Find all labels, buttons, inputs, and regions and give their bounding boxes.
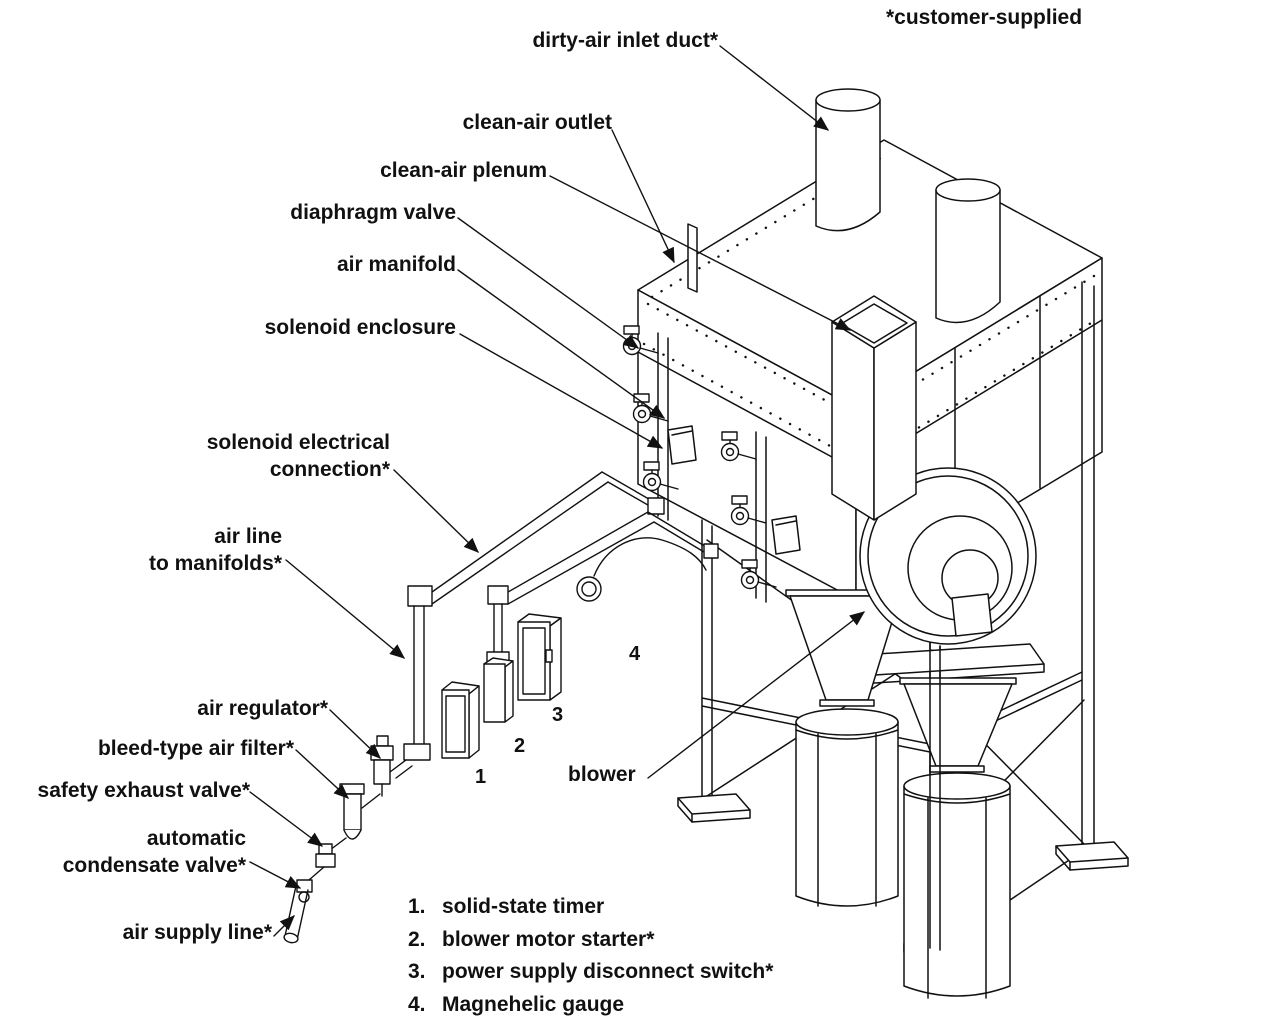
label-clean-air-plenum: clean-air plenum [380, 159, 547, 182]
legend-item-3-number: 3. [408, 960, 426, 983]
label-blower: blower [568, 763, 636, 786]
label-air-supply-line: air supply line* [122, 921, 272, 944]
label-clean-air-outlet: clean-air outlet [462, 111, 612, 134]
leader-automatic-condensate-valve [249, 861, 302, 889]
legend-item-2-number: 2. [408, 927, 426, 951]
legend-item-1: 1. solid-state timer [408, 891, 773, 924]
label-solenoid-electrical-line1: solenoid electrical [206, 431, 390, 454]
label-dirty-air-inlet-duct: dirty-air inlet duct* [532, 29, 718, 52]
label-bleed-type-air-filter: bleed-type air filter* [97, 737, 294, 760]
legend-item-3-text: power supply disconnect switch* [442, 960, 774, 983]
legend-item-2-text: blower motor starter* [442, 927, 655, 951]
air-manifold-and-diaphragm-valves [622, 325, 777, 603]
leader-diaphragm-valve [457, 217, 640, 349]
leader-air-line-to-manifolds [285, 559, 405, 659]
leader-air-manifold [457, 269, 666, 419]
legend-item-4-number: 4. [408, 992, 426, 1016]
callout-number-3: 3 [552, 704, 564, 726]
label-solenoid-enclosure: solenoid enclosure [264, 316, 456, 339]
label-automatic-condensate-valve: automatic condensate valve* [32, 826, 246, 879]
legend: 1. solid-state timer 2. blower motor sta… [408, 891, 773, 1021]
leader-clean-air-plenum [549, 175, 852, 331]
label-safety-exhaust-valve: safety exhaust valve* [37, 779, 250, 802]
leader-safety-exhaust-valve [249, 791, 324, 847]
legend-item-3: 3. power supply disconnect switch* [408, 956, 773, 989]
leader-dirty-air-inlet-duct [719, 45, 829, 131]
label-diaphragm-valve: diaphragm valve [290, 201, 456, 224]
legend-item-1-number: 1. [408, 895, 426, 918]
callout-number-2: 2 [514, 735, 526, 757]
leader-lines [249, 45, 865, 937]
solenoid-enclosure-drawing [667, 425, 801, 555]
legend-item-2: 2. blower motor starter* [408, 924, 773, 957]
label-air-regulator: air regulator* [197, 697, 328, 720]
leader-solenoid-enclosure [459, 333, 664, 449]
front-leg [929, 639, 941, 951]
leader-bleed-type-air-filter [295, 749, 349, 799]
leader-clean-air-outlet [611, 129, 675, 264]
leader-solenoid-electrical [393, 469, 479, 553]
customer-supplied-note: *customer-supplied [886, 6, 1083, 29]
compressed-air-piping [283, 471, 719, 944]
clean-air-outlet-duct-drawing [831, 295, 917, 521]
label-automatic-condensate-line2: condensate valve* [62, 853, 246, 877]
label-air-line-line1: air line [214, 525, 282, 548]
legend-item-4: 4. Magnehelic gauge [408, 989, 773, 1022]
label-automatic-condensate-line1: automatic [146, 827, 246, 850]
label-air-manifold: air manifold [336, 253, 456, 276]
legend-item-4-text: Magnehelic gauge [442, 992, 625, 1016]
leader-air-supply-line [273, 915, 295, 937]
label-air-line-to-manifolds: air line to manifolds* [138, 524, 282, 577]
label-solenoid-electrical-connection: solenoid electrical connection* [172, 430, 390, 483]
magnehelic-gauge-drawing [576, 537, 707, 602]
callout-number-1: 1 [475, 766, 487, 788]
label-air-line-line2: to manifolds* [148, 551, 282, 575]
blower-drawing [859, 467, 1037, 645]
control-boxes [441, 613, 562, 759]
label-solenoid-electrical-line2: connection* [269, 457, 390, 481]
legend-item-1-text: solid-state timer [442, 895, 605, 918]
leader-blower [647, 611, 865, 779]
leader-air-regulator [329, 709, 381, 759]
dirty-air-inlet-duct-drawing [815, 88, 1001, 324]
callout-number-4: 4 [629, 643, 641, 665]
